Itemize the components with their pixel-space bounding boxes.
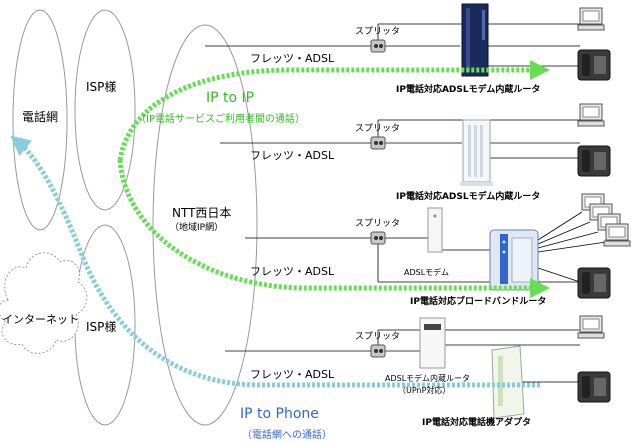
splitter-label: スプリッタ [355,26,400,37]
adsl-router-icon [461,3,489,77]
ip-to-ip-sublabel: （IP電話サービスご利用者間の通話） [136,112,305,125]
computer-icon [577,7,605,31]
phone-network-label: 電話網 [22,109,58,124]
internet-label: インターネット [2,313,79,326]
splitter-icon [370,231,386,245]
splitter-label: スプリッタ [355,331,400,342]
device-label: IP電話対応ADSLモデム内蔵ルータ [396,190,540,202]
device-label: IP電話対応ADSLモデム内蔵ルータ [396,83,540,95]
device-label: IP電話対応電話機アダプタ [422,416,531,428]
splitter-label: スプリッタ [355,218,400,229]
flets-adsl-label: フレッツ・ADSL [250,149,335,162]
modem-router-sublabel: （UPnP対応） [398,385,450,395]
telephone-icon [577,371,611,403]
ip-to-phone-arrow [10,135,540,388]
isp-bottom-label: ISP様 [86,320,116,334]
splitter-label: スプリッタ [355,123,400,134]
ntt-label: NTT西日本 [172,206,231,220]
telephone-icon [577,145,611,177]
internet-cloud [0,252,88,354]
broadband-router-icon [489,229,539,291]
computer-icon [577,315,605,339]
ip-to-ip-label: IP to IP [206,90,254,106]
modem-router-icon [419,317,446,369]
ip-to-ip-arrow-top [117,60,550,161]
telephone-icon [577,267,611,299]
splitter-icon [370,344,386,358]
flets-adsl-label: フレッツ・ADSL [250,368,335,381]
flets-adsl-label: フレッツ・ADSL [250,265,335,278]
computer-icon [603,223,631,247]
device-label: IP電話対応ブロードバンドルータ [410,295,546,307]
modem-router-label: ADSLモデム内蔵ルータ [385,373,470,383]
splitter-icon [370,136,386,150]
adsl-router-icon [460,119,493,186]
splitter-icon [370,39,386,53]
flets-adsl-label: フレッツ・ADSL [250,52,335,65]
terminal-adapter-icon [491,345,525,419]
ip-to-phone-label: IP to Phone [240,406,319,422]
adsl-modem-icon [427,207,443,253]
ip-to-phone-sublabel: （電話網への通話） [242,428,332,441]
telephone-icon [577,49,611,81]
isp-top-label: ISP様 [86,80,116,94]
phone-network-cloud [12,9,68,231]
computer-icon [577,103,605,127]
ntt-sub-label: （地域IP網） [170,221,223,233]
modem-label: ADSLモデム [404,267,449,277]
ntt-cloud [152,24,258,426]
